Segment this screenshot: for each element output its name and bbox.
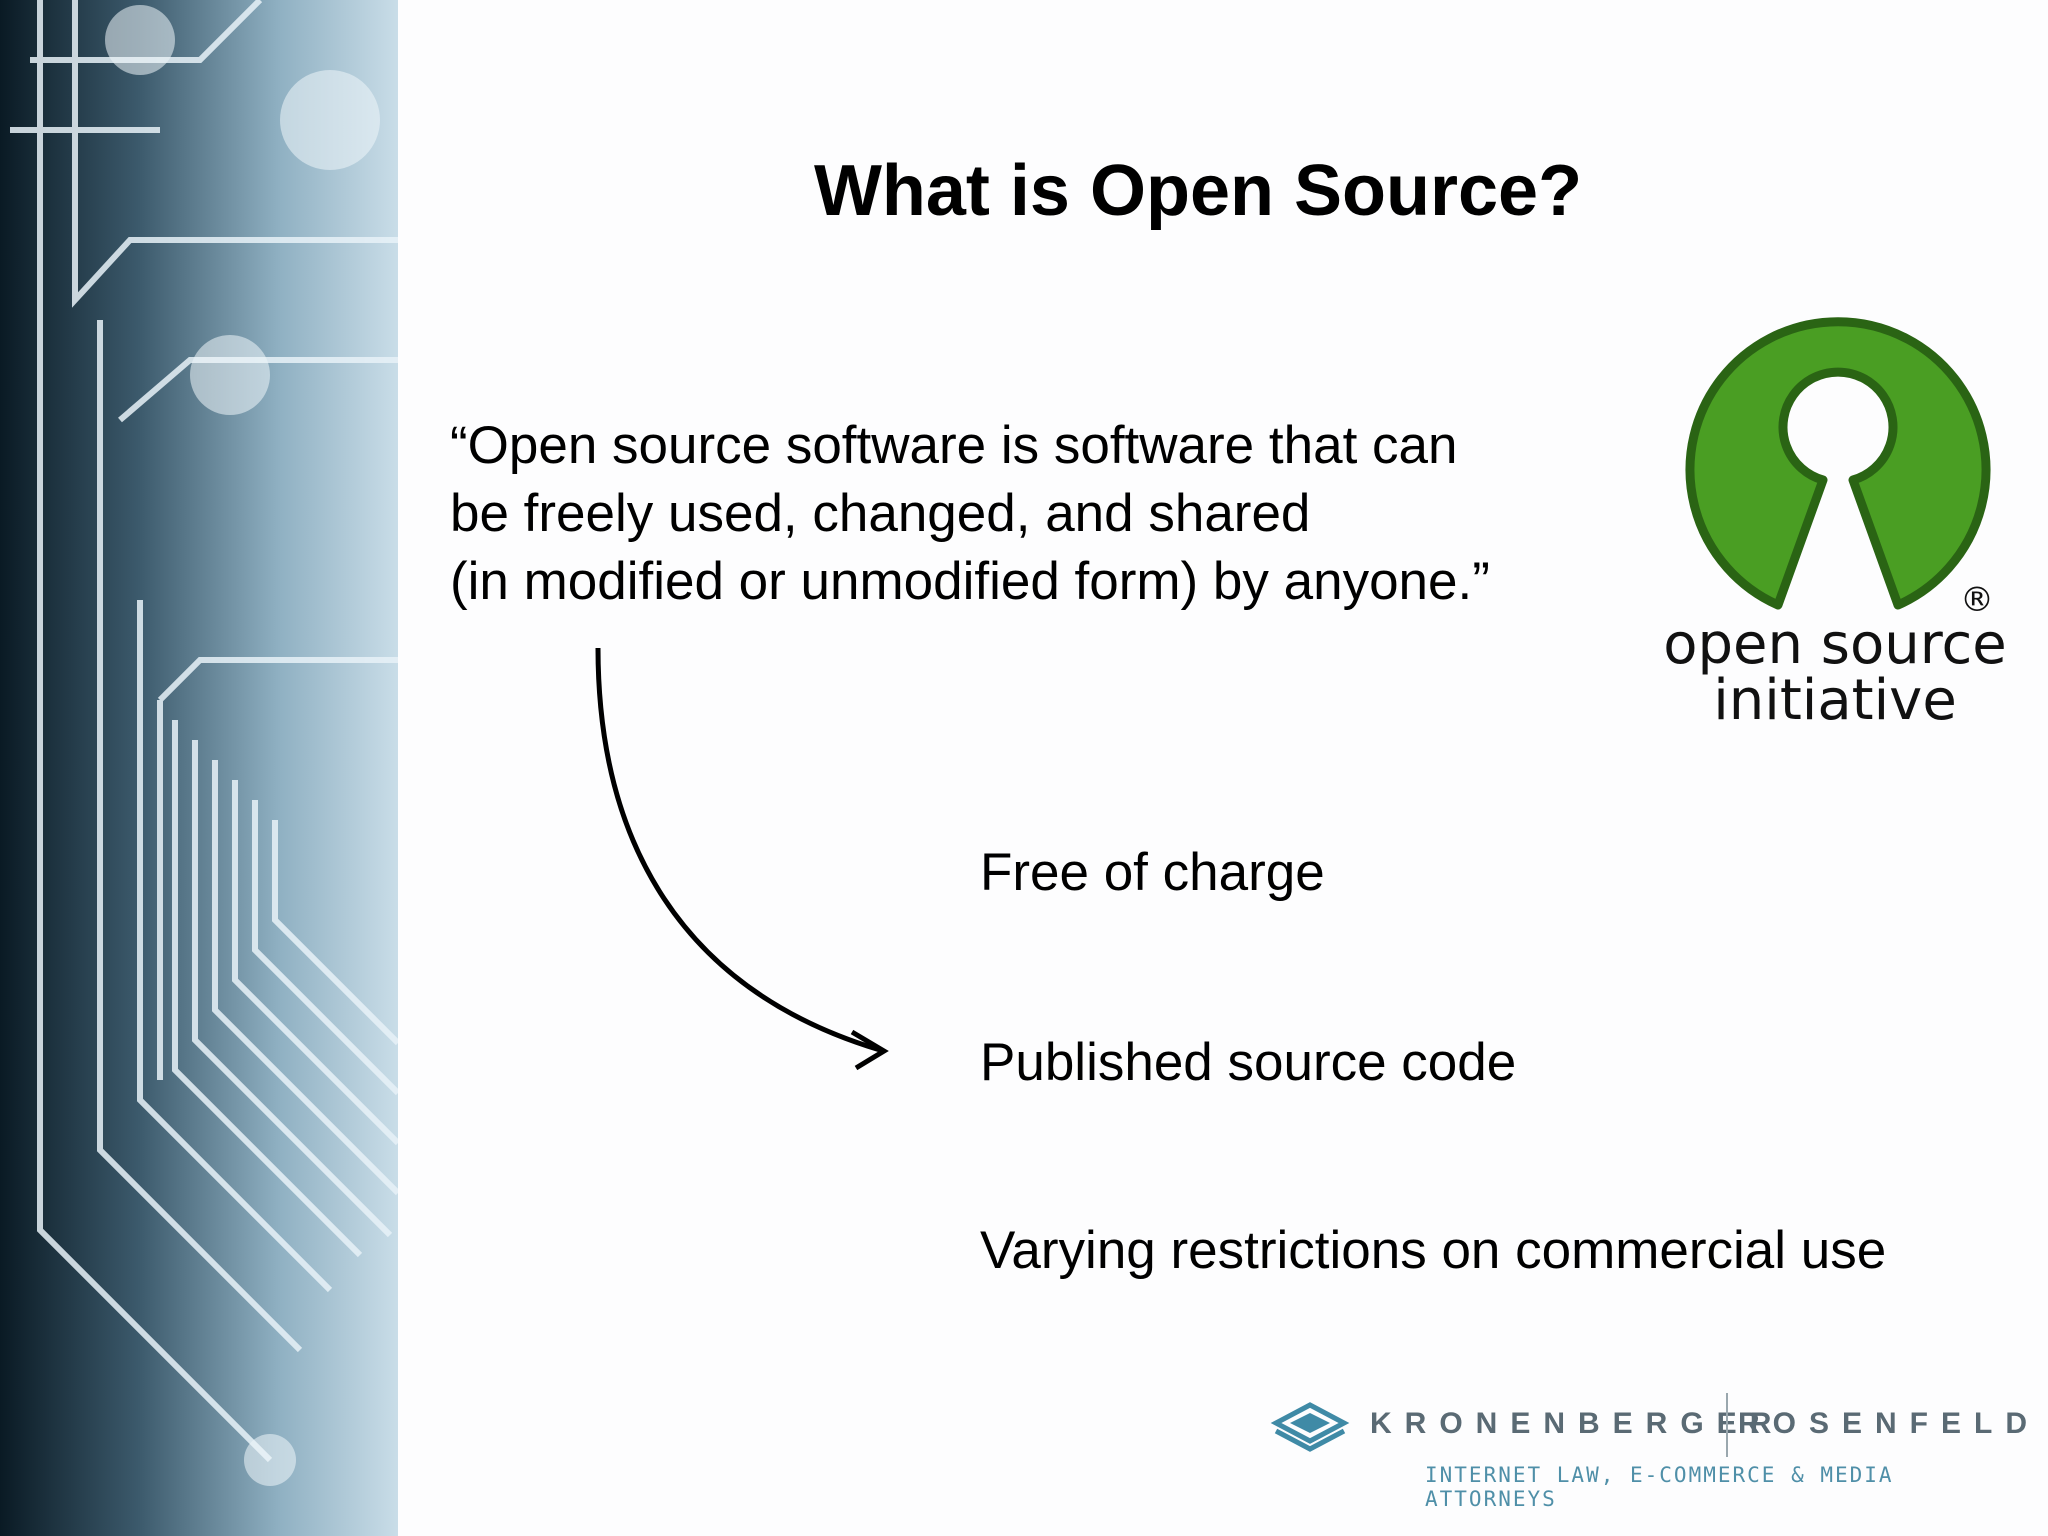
quote-line-2: be freely used, changed, and shared bbox=[450, 484, 1311, 543]
registered-mark: ® bbox=[1960, 580, 1994, 620]
osi-keyhole-icon bbox=[1685, 317, 1991, 610]
circuit-traces-graphic bbox=[10, 0, 398, 1486]
quote-line-3: (in modified or unmodified form) by anyo… bbox=[450, 552, 1490, 611]
quote-line-1: “Open source software is software that c… bbox=[450, 416, 1458, 475]
curved-arrow-icon bbox=[595, 647, 889, 1071]
layered-diamond-icon bbox=[1270, 1402, 1350, 1452]
slide-title: What is Open Source? bbox=[813, 151, 1583, 231]
point-commercial-restrictions: Varying restrictions on commercial use bbox=[980, 1221, 1887, 1280]
point-free-of-charge: Free of charge bbox=[980, 843, 1325, 902]
firm-logo: KRONENBERGER ROSENFELD INTERNET LAW, E-C… bbox=[1270, 1385, 2027, 1511]
circuit-board-image bbox=[0, 0, 398, 1536]
osi-text-line-1: open source bbox=[1663, 612, 2007, 677]
osi-text-line-2: initiative bbox=[1713, 668, 1957, 733]
osi-logo: ® open source initiative bbox=[1645, 315, 2025, 735]
firm-divider bbox=[1726, 1393, 1728, 1457]
firm-tagline: INTERNET LAW, E-COMMERCE & MEDIA ATTORNE… bbox=[1425, 1463, 1894, 1511]
point-published-source-code: Published source code bbox=[980, 1033, 1517, 1092]
firm-name-left: KRONENBERGER bbox=[1370, 1407, 1785, 1440]
firm-name-right: ROSENFELD bbox=[1738, 1407, 2041, 1440]
definition-quote: “Open source software is software that c… bbox=[450, 412, 1630, 616]
